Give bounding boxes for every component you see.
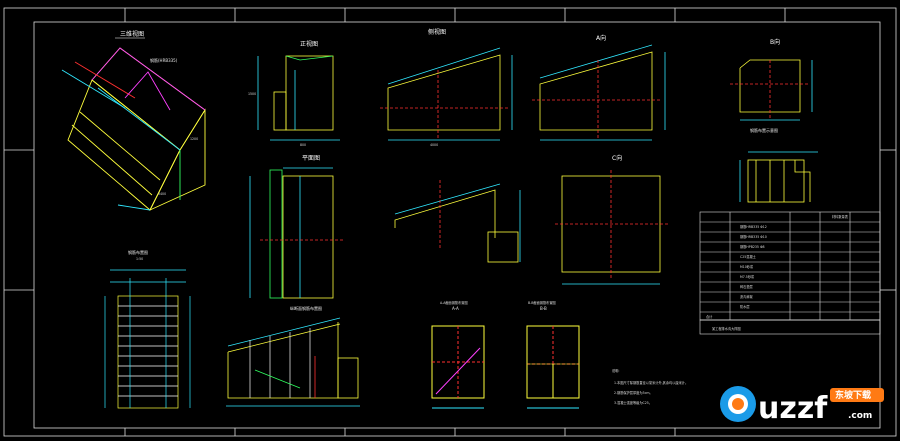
svg-text:1500: 1500 — [248, 92, 256, 96]
side-detail — [394, 180, 521, 263]
svg-text:M7.5砂浆: M7.5砂浆 — [740, 274, 755, 279]
side-elevation-1: 侧视图 4000 — [380, 28, 513, 147]
svg-text:C25混凝土: C25混凝土 — [740, 254, 757, 259]
section-b-b-label: B-B — [540, 306, 547, 311]
svg-text:C向: C向 — [612, 154, 622, 162]
notes: 说明: 1.本图尺寸除钢筋直径以毫米计外,其余均以厘米计。 2.钢筋保护层厚度为… — [612, 368, 688, 405]
svg-text:1200: 1200 — [190, 137, 198, 141]
materials-table — [699, 211, 881, 335]
section-a-a: A-A截面钢筋布置图 A-A — [431, 300, 485, 409]
front-elevation: 正视图 800 1500 — [248, 40, 340, 147]
svg-text:沥青麻絮: 沥青麻絮 — [740, 294, 753, 299]
svg-text:钢筋HPB235 Φ8: 钢筋HPB235 Φ8 — [740, 244, 765, 249]
svg-text:B-B截面钢筋布置图: B-B截面钢筋布置图 — [528, 300, 556, 305]
section-b-b: B-B截面钢筋布置图 B-B — [526, 300, 580, 409]
svg-text:平面图: 平面图 — [302, 155, 320, 162]
svg-text:3.混凝土强度等级为C25。: 3.混凝土强度等级为C25。 — [614, 400, 652, 405]
svg-text:钢筋HRB335 Φ10: 钢筋HRB335 Φ10 — [740, 234, 767, 239]
watermark-brand: uzzf — [758, 391, 828, 426]
svg-text:钢筋布置示意图: 钢筋布置示意图 — [750, 127, 778, 133]
svg-text:4000: 4000 — [430, 143, 438, 147]
svg-text:2.钢筋保护层厚度为3cm。: 2.钢筋保护层厚度为3cm。 — [614, 390, 653, 395]
svg-text:三维视图: 三维视图 — [120, 30, 144, 38]
rebar-detail: 钢筋布置示意图 — [739, 127, 818, 203]
svg-text:某工程排水沟大样图: 某工程排水沟大样图 — [712, 326, 741, 331]
svg-text:碎石垫层: 碎石垫层 — [740, 284, 753, 289]
uzzf-watermark: uzzf 东坡下载 .com — [720, 386, 884, 426]
svg-text:1:50: 1:50 — [136, 257, 143, 261]
svg-text:M10砂浆: M10砂浆 — [740, 264, 754, 269]
watermark-tagline: 东坡下载 — [835, 389, 871, 401]
materials-table-text: 材料数量表 钢筋HRB335 Φ12 钢筋HRB335 Φ10 钢筋HPB235… — [706, 214, 849, 331]
svg-text:钢筋(HRB335): 钢筋(HRB335) — [150, 57, 178, 63]
section-top-right: B向 — [730, 38, 813, 121]
section-a-a-label: A-A — [452, 306, 459, 311]
svg-text:3400: 3400 — [158, 192, 166, 196]
svg-text:材料数量表: 材料数量表 — [832, 214, 849, 219]
svg-text:纵断面钢筋布置图: 纵断面钢筋布置图 — [290, 305, 322, 311]
rebar-elevation: 钢筋布置图 1:50 — [104, 249, 191, 409]
svg-text:说明:: 说明: — [612, 368, 619, 373]
side-elevation-2: A向 — [532, 34, 666, 141]
svg-text:B向: B向 — [770, 38, 780, 46]
svg-text:钢筋HRB335 Φ12: 钢筋HRB335 Φ12 — [740, 224, 767, 229]
svg-text:钢筋布置图: 钢筋布置图 — [128, 249, 148, 255]
longitudinal-section: 纵断面钢筋布置图 — [226, 305, 360, 407]
svg-text:合计: 合计 — [706, 314, 713, 319]
plan-view: 平面图 — [249, 155, 345, 299]
isometric-view: 三维视图 钢筋(HRB335) 3400 1200 — [61, 30, 206, 211]
svg-text:正视图: 正视图 — [300, 40, 318, 48]
svg-text:A-A截面钢筋布置图: A-A截面钢筋布置图 — [440, 300, 468, 305]
svg-text:A向: A向 — [596, 34, 606, 42]
svg-text:侧视图: 侧视图 — [428, 28, 446, 36]
svg-text:防水层: 防水层 — [740, 304, 750, 309]
section-middle: C向 — [555, 154, 668, 285]
svg-text:1.本图尺寸除钢筋直径以毫米计外,其余均以厘米计。: 1.本图尺寸除钢筋直径以毫米计外,其余均以厘米计。 — [614, 380, 688, 385]
watermark-domain: .com — [848, 411, 872, 421]
svg-text:800: 800 — [300, 143, 306, 147]
